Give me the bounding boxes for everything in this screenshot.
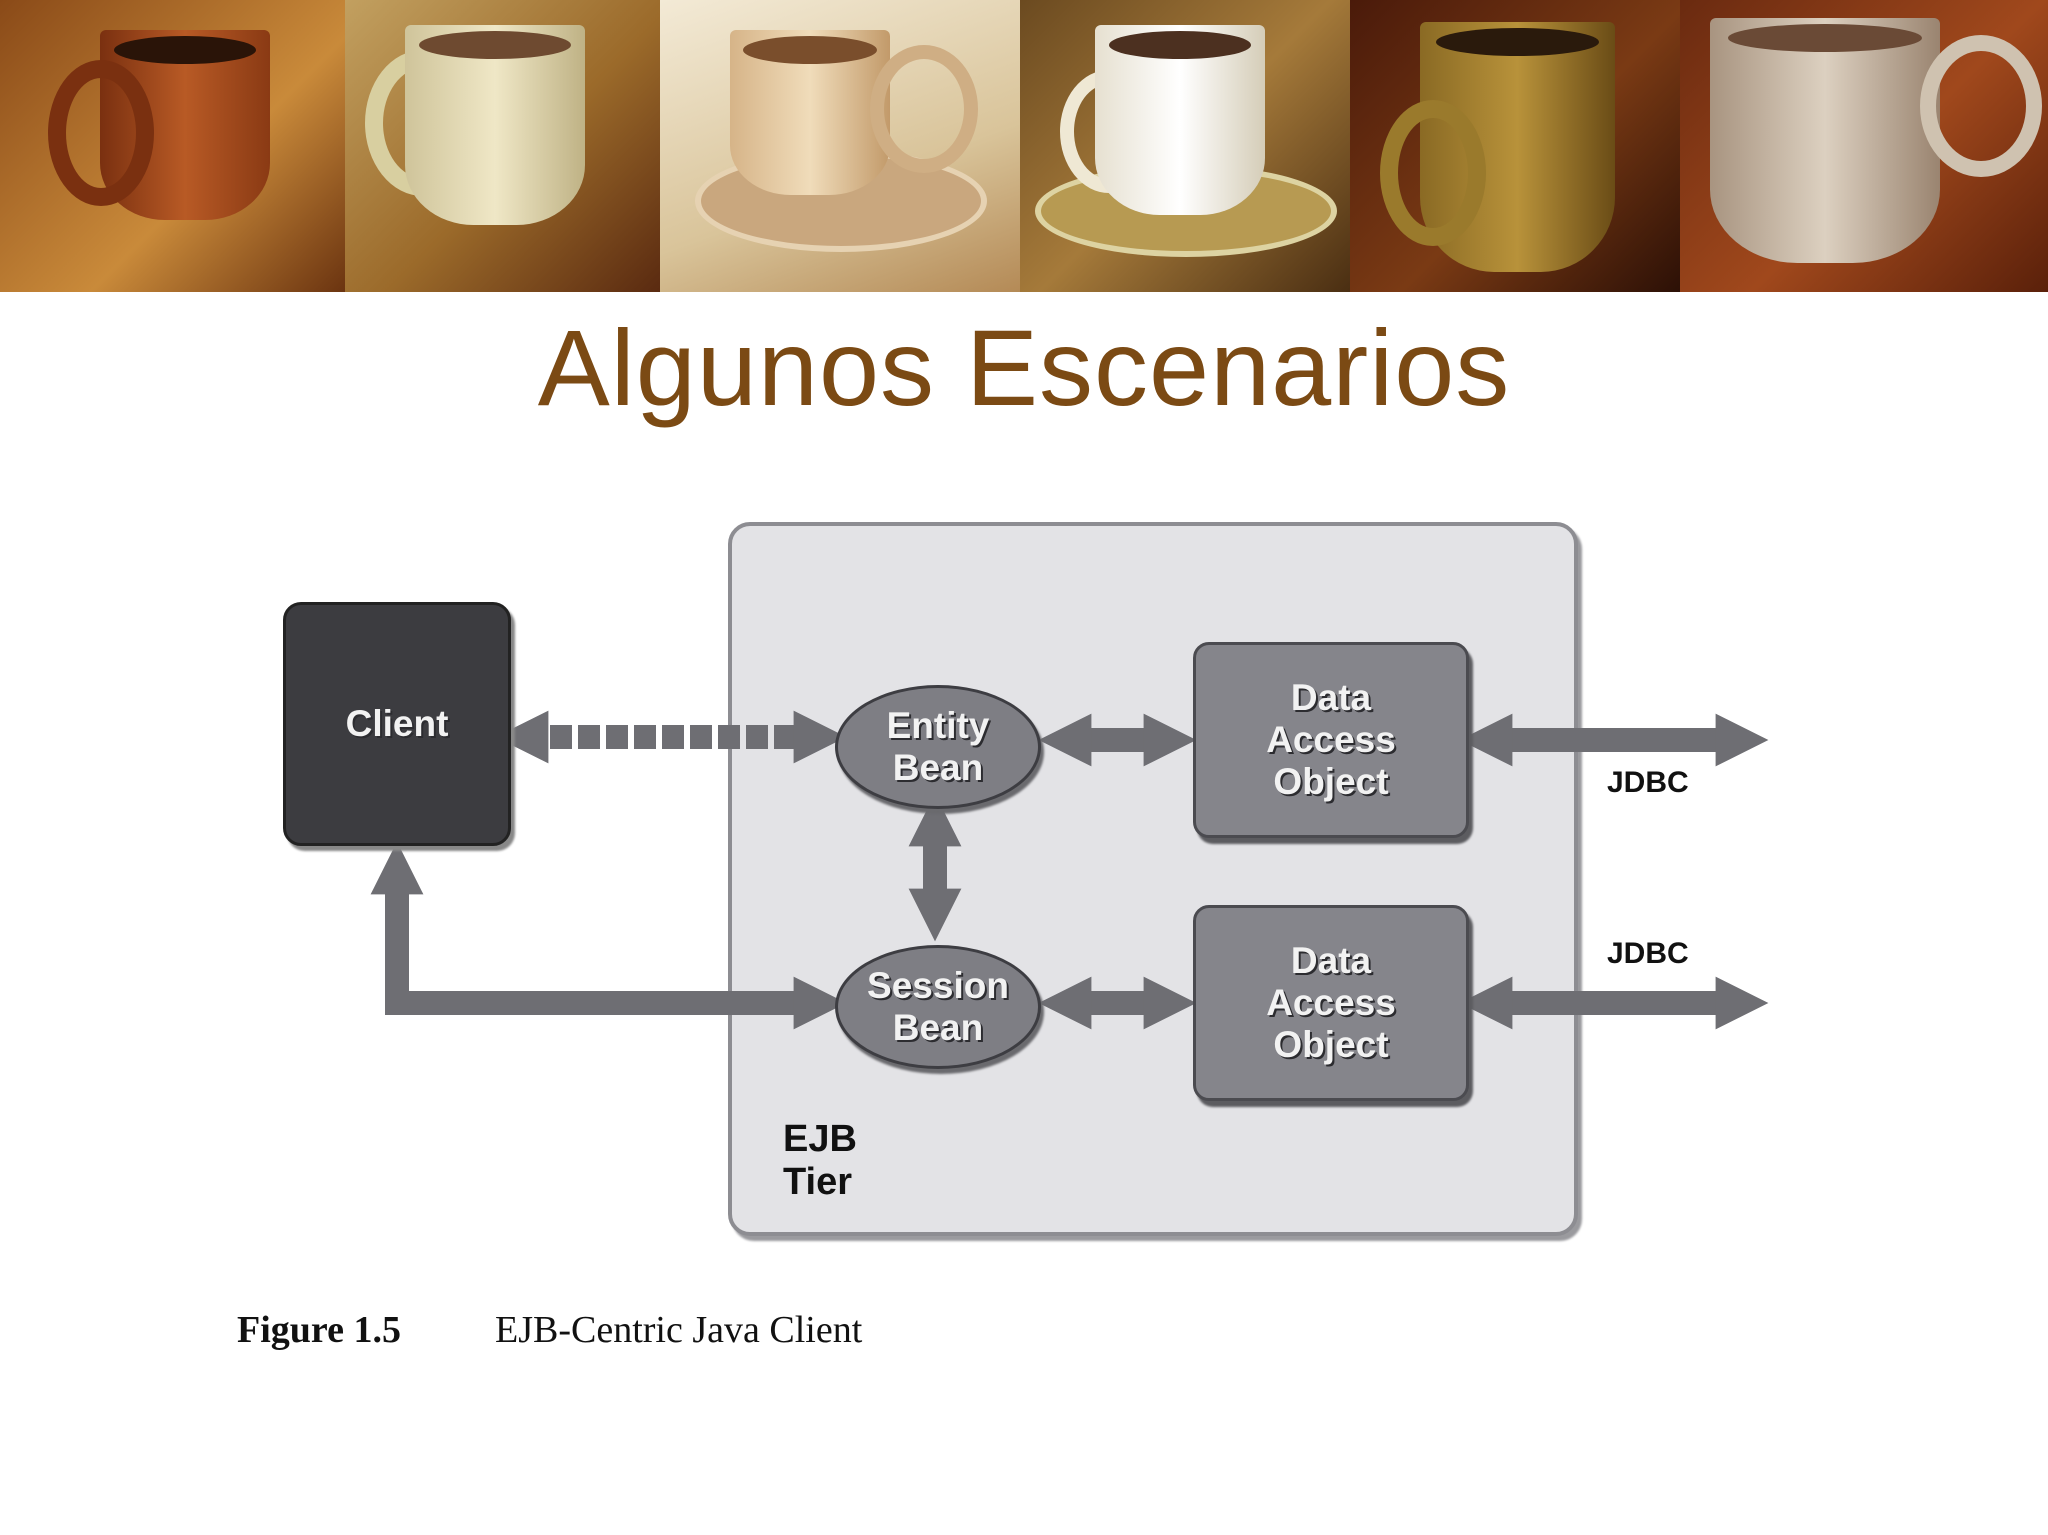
- banner-panel-2: [345, 0, 660, 292]
- entity-bean-node: Entity Bean: [835, 685, 1041, 809]
- ejb-tier-label: EJB Tier: [783, 1118, 857, 1203]
- cup-2: [405, 25, 585, 225]
- session-bean-node: Session Bean: [835, 945, 1041, 1069]
- figure-caption: EJB-Centric Java Client: [495, 1309, 863, 1351]
- session-bean-label: Session Bean: [867, 965, 1009, 1048]
- dao-bottom-node: Data Access Object: [1193, 905, 1469, 1101]
- banner-panel-4: [1020, 0, 1350, 292]
- cup-3: [730, 30, 890, 195]
- dao-top-label: Data Access Object: [1266, 677, 1396, 802]
- client-label: Client: [345, 703, 449, 744]
- entity-bean-label: Entity Bean: [886, 705, 990, 788]
- dao-bottom-label: Data Access Object: [1266, 940, 1396, 1065]
- banner-panel-6: [1680, 0, 2048, 292]
- ejb-tier-container: [728, 522, 1578, 1236]
- jdbc-bottom-label: JDBC: [1607, 937, 1689, 970]
- cup-4: [1095, 25, 1265, 215]
- slide-title: Algunos Escenarios: [537, 307, 1511, 428]
- dao-top-node: Data Access Object: [1193, 642, 1469, 838]
- banner-panel-1: [0, 0, 345, 292]
- client-session-arrow: [370, 841, 847, 1030]
- figure-number: Figure 1.5: [237, 1309, 401, 1351]
- banner-panel-3: [660, 0, 1020, 292]
- coffee-cups-banner: [0, 0, 2048, 292]
- client-node: Client: [283, 602, 511, 846]
- cup-6: [1710, 18, 1940, 263]
- banner-panel-5: [1350, 0, 1680, 292]
- jdbc-top-label: JDBC: [1607, 766, 1689, 799]
